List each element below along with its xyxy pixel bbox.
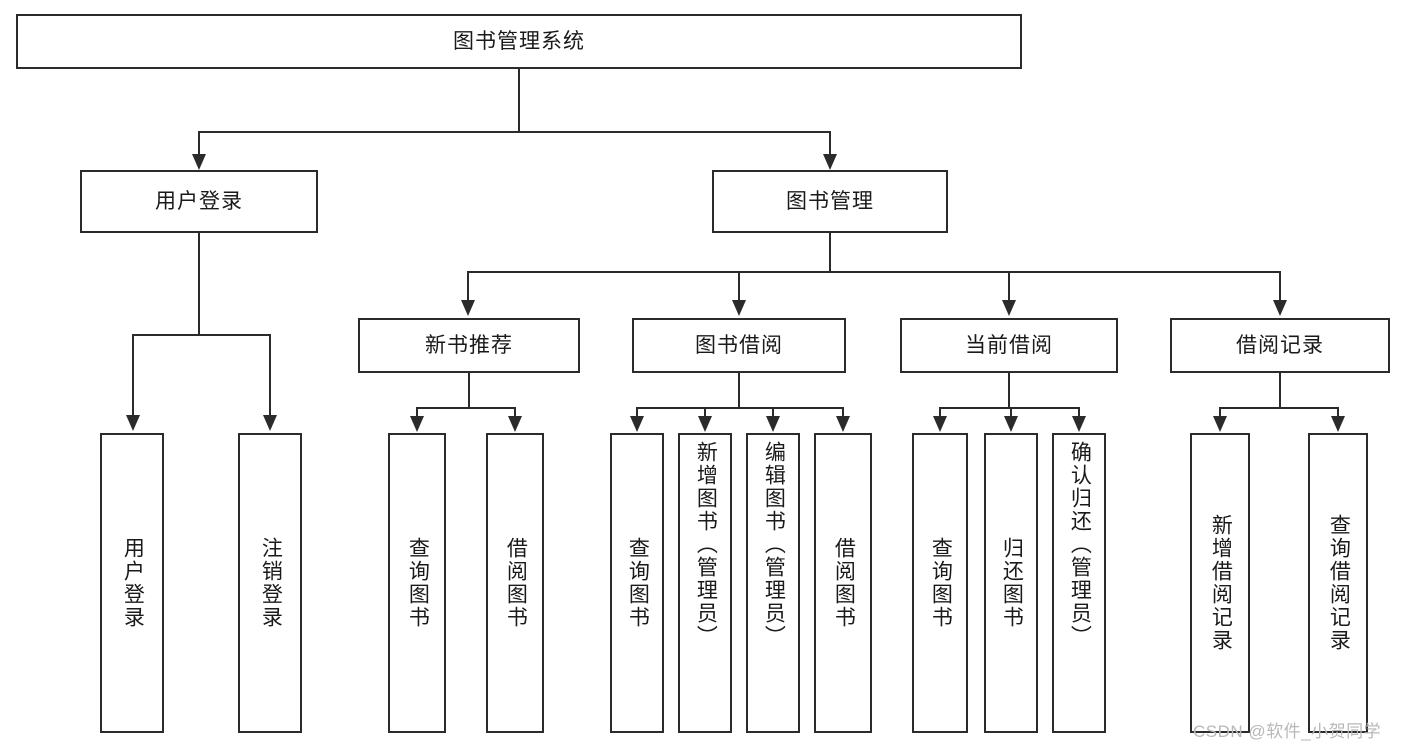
arrow-bm-to-book-borrow xyxy=(732,300,746,316)
node-leaf-query-book-3[interactable]: 查询图书 xyxy=(912,433,968,733)
arrow-bb-to-leaf-4 xyxy=(836,416,850,432)
arrow-root-to-user-login xyxy=(192,154,206,170)
node-borrow-record[interactable]: 借阅记录 xyxy=(1170,318,1390,373)
connector-root-to-book-management xyxy=(829,131,831,157)
node-leaf-logout-login[interactable]: 注销登录 xyxy=(238,433,302,733)
node-leaf-return-book[interactable]: 归还图书 xyxy=(984,433,1038,733)
connector-root-bus xyxy=(198,131,830,133)
connector-book-management-stem xyxy=(829,233,831,271)
node-leaf-confirm-return-admin[interactable]: 确认归还（管理员） xyxy=(1052,433,1106,733)
arrow-bm-to-borrow-record xyxy=(1273,300,1287,316)
connector-cb-to-leaf-1 xyxy=(939,407,941,419)
arrow-bb-to-leaf-1 xyxy=(630,416,644,432)
arrow-nb-to-leaf-2 xyxy=(508,416,522,432)
arrow-user-login-to-leaf-1 xyxy=(126,415,140,431)
connector-bm-to-book-borrow xyxy=(738,271,740,302)
connector-new-book-bus xyxy=(416,407,516,409)
connector-borrow-record-bus xyxy=(1219,407,1339,409)
node-book-borrow[interactable]: 图书借阅 xyxy=(632,318,846,373)
arrow-bm-to-new-book xyxy=(461,300,475,316)
node-leaf-add-book-admin[interactable]: 新增图书（管理员） xyxy=(678,433,732,733)
arrow-bb-to-leaf-2 xyxy=(698,416,712,432)
connector-book-borrow-bus xyxy=(636,407,843,409)
connector-nb-to-leaf-1 xyxy=(416,407,418,419)
connector-book-management-bus xyxy=(467,271,1281,273)
arrow-root-to-book-management xyxy=(823,154,837,170)
arrow-cb-to-leaf-1 xyxy=(933,416,947,432)
node-root[interactable]: 图书管理系统 xyxy=(16,14,1022,69)
connector-user-login-to-leaf-2 xyxy=(269,334,271,418)
node-leaf-borrow-book-2[interactable]: 借阅图书 xyxy=(814,433,872,733)
node-leaf-query-borrow-record[interactable]: 查询借阅记录 xyxy=(1308,433,1368,733)
connector-cb-to-leaf-3 xyxy=(1078,407,1080,419)
connector-root-stem xyxy=(518,69,520,131)
arrow-br-to-leaf-1 xyxy=(1213,416,1227,432)
connector-root-to-user-login xyxy=(198,131,200,157)
node-leaf-user-login[interactable]: 用户登录 xyxy=(100,433,164,733)
connector-nb-to-leaf-2 xyxy=(514,407,516,419)
node-leaf-borrow-book-1[interactable]: 借阅图书 xyxy=(486,433,544,733)
connector-borrow-record-stem xyxy=(1279,373,1281,407)
connector-user-login-to-leaf-1 xyxy=(132,334,134,418)
arrow-nb-to-leaf-1 xyxy=(410,416,424,432)
connector-current-borrow-bus xyxy=(939,407,1080,409)
connector-br-to-leaf-1 xyxy=(1219,407,1221,419)
connector-new-book-stem xyxy=(468,373,470,407)
arrow-br-to-leaf-2 xyxy=(1331,416,1345,432)
node-leaf-query-book-1[interactable]: 查询图书 xyxy=(388,433,446,733)
connector-bb-to-leaf-3 xyxy=(772,407,774,419)
connector-book-borrow-stem xyxy=(738,373,740,407)
connector-bb-to-leaf-2 xyxy=(704,407,706,419)
node-leaf-add-borrow-record[interactable]: 新增借阅记录 xyxy=(1190,433,1250,733)
connector-bm-to-current-borrow xyxy=(1008,271,1010,302)
connector-bb-to-leaf-4 xyxy=(842,407,844,419)
arrow-cb-to-leaf-3 xyxy=(1072,416,1086,432)
arrow-bm-to-current-borrow xyxy=(1002,300,1016,316)
arrow-user-login-to-leaf-2 xyxy=(263,415,277,431)
connector-user-login-bus xyxy=(132,334,270,336)
node-book-management[interactable]: 图书管理 xyxy=(712,170,948,233)
node-leaf-edit-book-admin[interactable]: 编辑图书（管理员） xyxy=(746,433,800,733)
connector-bm-to-borrow-record xyxy=(1279,271,1281,302)
arrow-bb-to-leaf-3 xyxy=(766,416,780,432)
connector-bb-to-leaf-1 xyxy=(636,407,638,419)
arrow-cb-to-leaf-2 xyxy=(1004,416,1018,432)
connector-user-login-stem xyxy=(198,233,200,334)
connector-cb-to-leaf-2 xyxy=(1010,407,1012,419)
node-current-borrow[interactable]: 当前借阅 xyxy=(900,318,1118,373)
connector-bm-to-new-book xyxy=(467,271,469,302)
node-leaf-query-book-2[interactable]: 查询图书 xyxy=(610,433,664,733)
connector-current-borrow-stem xyxy=(1008,373,1010,407)
node-new-book-recommend[interactable]: 新书推荐 xyxy=(358,318,580,373)
node-user-login[interactable]: 用户登录 xyxy=(80,170,318,233)
connector-br-to-leaf-2 xyxy=(1337,407,1339,419)
